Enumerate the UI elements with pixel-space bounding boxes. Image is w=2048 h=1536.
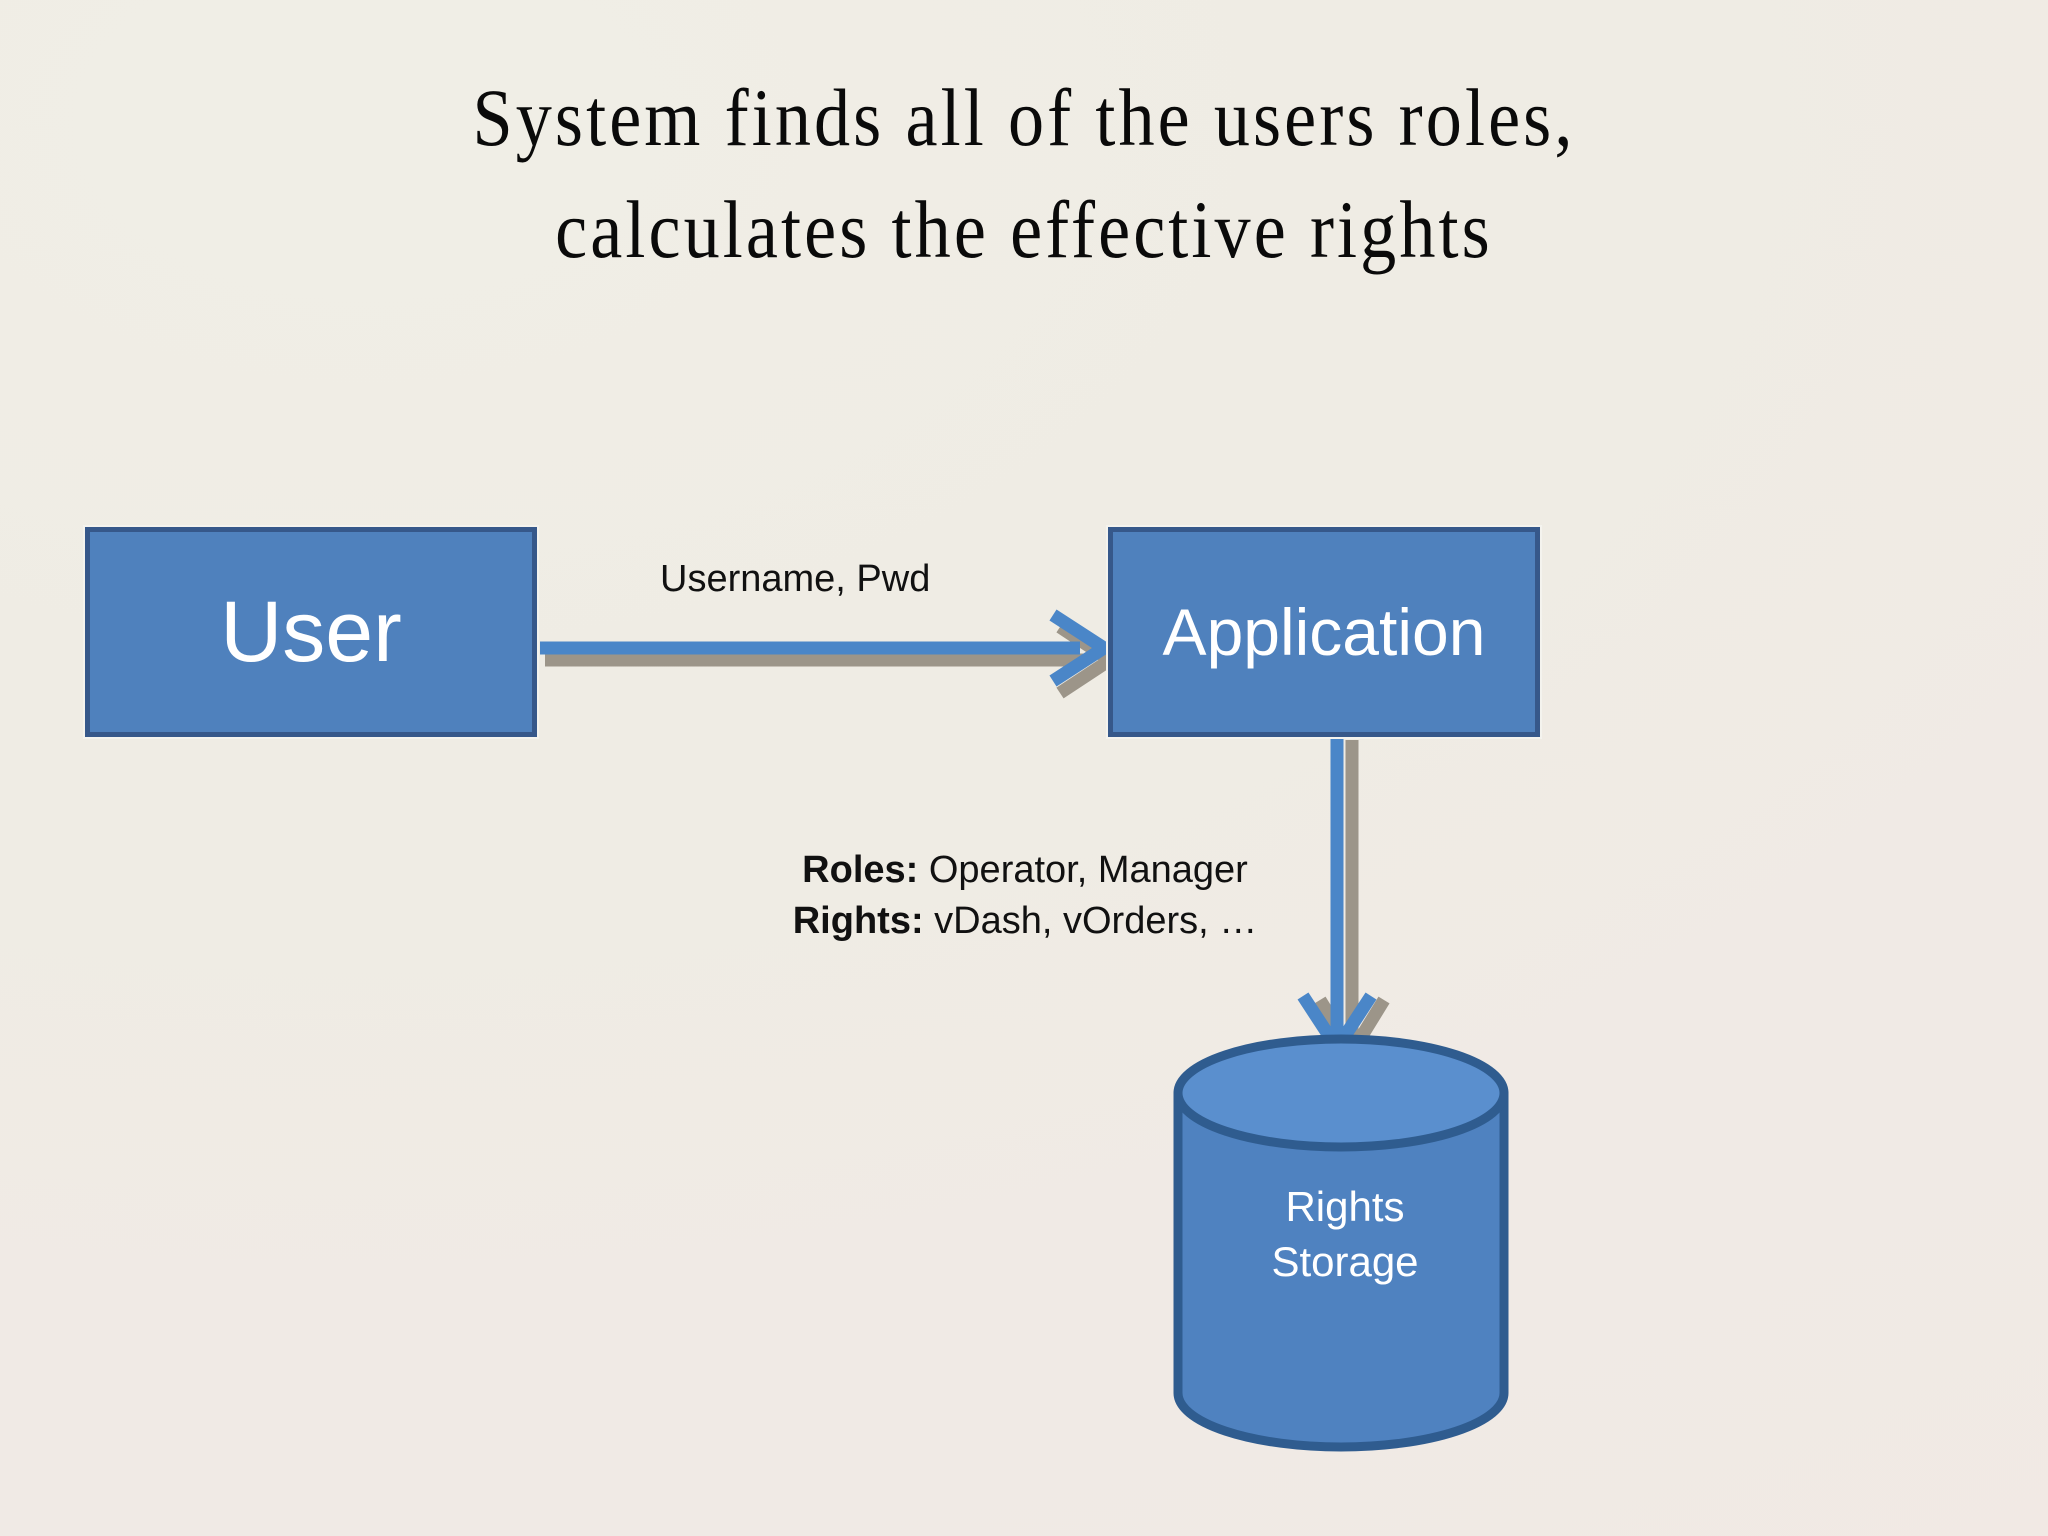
page-title: System finds all of the users roles, cal… <box>472 72 1576 275</box>
node-user[interactable]: User <box>85 527 537 737</box>
edge-application-to-storage <box>1297 738 1377 1060</box>
rights-key: Rights: <box>792 899 924 942</box>
edge-user-to-application-shadow <box>545 621 1122 699</box>
node-rights-storage-label: Rights Storage <box>1271 1183 1419 1285</box>
edge-label-roles-line: Roles: Operator, Manager <box>740 845 1310 896</box>
edge-label-username-pwd: Username, Pwd <box>660 558 931 600</box>
roles-value: Operator, Manager <box>918 849 1248 891</box>
edge-application-to-storage-shadow <box>1314 740 1390 1065</box>
edge-label-rights-line: Rights: vDash, vOrders, … <box>740 896 1310 947</box>
roles-key: Roles: <box>802 849 919 891</box>
rights-value: vDash, vOrders, … <box>923 899 1258 942</box>
node-user-label: User <box>220 583 402 680</box>
node-application[interactable]: Application <box>1108 527 1540 737</box>
node-application-label: Application <box>1162 595 1486 669</box>
edge-user-to-application <box>540 609 1116 687</box>
edge-label-roles-rights: Roles: Operator, Manager Rights: vDash, … <box>740 845 1310 946</box>
